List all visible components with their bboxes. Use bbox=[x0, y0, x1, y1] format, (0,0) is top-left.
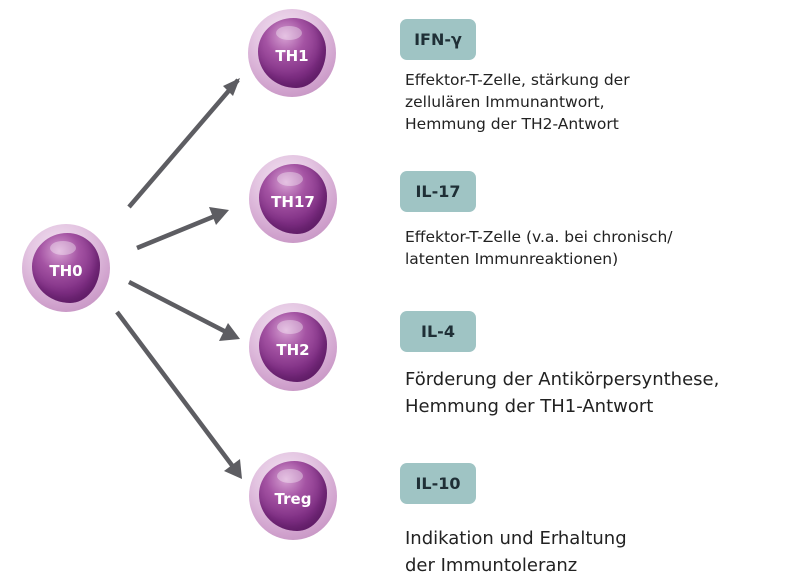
cell-th2-nucleus bbox=[259, 312, 327, 382]
cell-th1: TH1 bbox=[248, 9, 336, 97]
cytokine-badge-th2: IL-4 bbox=[400, 311, 476, 352]
arrow-th0-to-treg bbox=[115, 310, 236, 470]
cell-th1-label: TH1 bbox=[275, 47, 309, 65]
cell-th17-label: TH17 bbox=[271, 193, 315, 211]
cell-th0-nucleus bbox=[32, 233, 100, 303]
cytokine-badge-th1: IFN-γ bbox=[400, 19, 476, 60]
cell-treg-nucleus bbox=[259, 461, 327, 531]
arrowhead-th2 bbox=[219, 323, 240, 341]
cell-th17: TH17 bbox=[249, 155, 337, 243]
arrowhead-th17 bbox=[209, 207, 229, 225]
cell-th2: TH2 bbox=[249, 303, 337, 391]
cell-th2-label: TH2 bbox=[276, 341, 310, 359]
description-th2: Förderung der Antikörpersynthese, Hemmun… bbox=[405, 369, 720, 417]
cell-th0-label: TH0 bbox=[49, 262, 83, 280]
cytokine-badge-treg: IL-10 bbox=[400, 463, 476, 504]
arrowhead-treg bbox=[224, 459, 242, 479]
cell-treg: Treg bbox=[249, 452, 337, 540]
description-treg: Indikation und Erhaltung der Immuntolera… bbox=[405, 528, 627, 576]
arrow-th0-to-th1 bbox=[127, 78, 240, 209]
cell-th17-nucleus bbox=[259, 164, 327, 234]
cell-th1-nucleus bbox=[258, 18, 326, 88]
arrow-th0-to-th17 bbox=[136, 211, 221, 251]
cell-treg-label: Treg bbox=[274, 490, 312, 508]
arrow-th0-to-th2 bbox=[127, 279, 232, 337]
cell-th0: TH0 bbox=[22, 224, 110, 312]
description-th17: Effektor-T-Zelle (v.a. bei chronisch/ la… bbox=[405, 228, 673, 268]
cytokine-badge-th17: IL-17 bbox=[400, 171, 476, 212]
arrowhead-th1 bbox=[223, 78, 240, 96]
description-th1: Effektor-T-Zelle, stärkung der zelluläre… bbox=[405, 71, 630, 133]
